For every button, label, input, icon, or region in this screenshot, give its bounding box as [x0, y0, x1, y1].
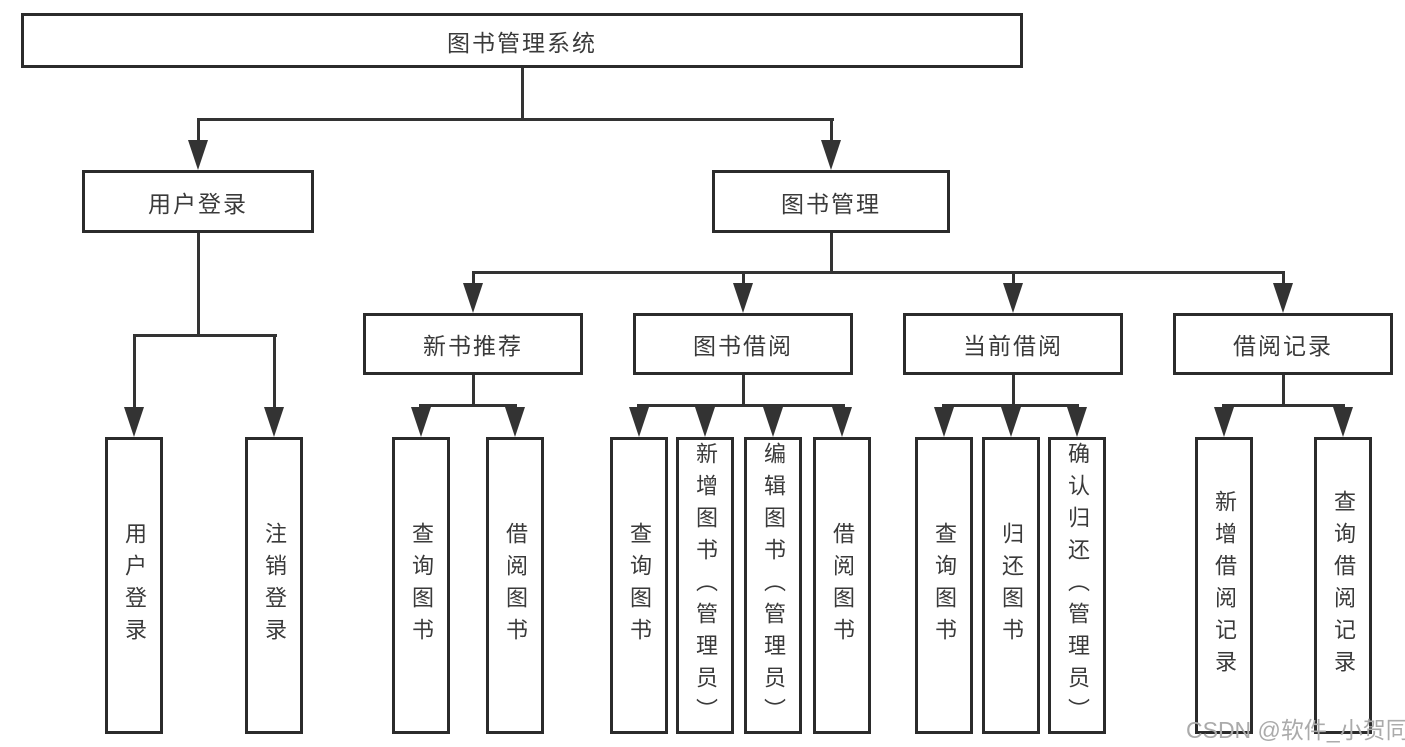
arrow-down-icon — [1333, 407, 1353, 437]
node-book-management-label: 图书管理 — [781, 190, 881, 217]
connector-new-book-down — [472, 373, 475, 406]
arrow-down-icon — [695, 407, 715, 437]
node-library-system: 图书管理系统 — [21, 13, 1023, 68]
node-user-login-label: 用户登录 — [148, 190, 248, 217]
arrow-down-icon — [733, 283, 753, 313]
arrow-down-icon — [1214, 407, 1234, 437]
leaf-cb-query-books-label: 查询图书 — [932, 521, 957, 650]
connector-stem-borrow-records — [1282, 273, 1285, 285]
connector-level3-hline — [472, 271, 1285, 274]
leaf-bb-borrow-books-label: 借阅图书 — [830, 521, 855, 650]
node-new-book-recommendation: 新书推荐 — [363, 313, 583, 375]
connector-stem-book-mgmt — [830, 121, 833, 142]
connector-root-stem — [521, 66, 524, 121]
leaf-cb-return-books: 归还图书 — [982, 437, 1040, 734]
connector-book-borrow-hline — [637, 404, 845, 407]
arrow-down-icon — [264, 407, 284, 437]
arrow-down-icon — [1067, 407, 1087, 437]
leaf-cb-confirm-return-admin-label: 确认归还（管理员） — [1065, 441, 1090, 730]
arrow-down-icon — [188, 140, 208, 170]
node-book-borrowing-label: 图书借阅 — [693, 333, 793, 359]
connector-book-borrow-down — [742, 373, 745, 406]
connector-stem-leaf-user-login — [133, 336, 136, 409]
connector-current-borrow-hline — [942, 404, 1079, 407]
arrow-down-icon — [411, 407, 431, 437]
leaf-br-query-record-label: 查询借阅记录 — [1331, 489, 1356, 682]
connector-stem-new-book — [472, 273, 475, 285]
connector-level2-hline — [197, 118, 834, 121]
arrow-down-icon — [821, 140, 841, 170]
leaf-nb-query-books: 查询图书 — [392, 437, 450, 734]
leaf-bb-query-books: 查询图书 — [610, 437, 668, 734]
connector-book-mgmt-down — [830, 231, 833, 274]
leaf-br-add-record-label: 新增借阅记录 — [1212, 489, 1237, 682]
arrow-down-icon — [629, 407, 649, 437]
node-borrowing-records: 借阅记录 — [1173, 313, 1393, 375]
leaf-nb-borrow-books-label: 借阅图书 — [503, 521, 528, 650]
leaf-bb-add-books-admin: 新增图书（管理员） — [676, 437, 734, 734]
leaf-cb-query-books: 查询图书 — [915, 437, 973, 734]
arrow-down-icon — [463, 283, 483, 313]
leaf-logout-label: 注销登录 — [262, 521, 287, 650]
connector-stem-current-borrow — [1012, 273, 1015, 285]
node-book-management: 图书管理 — [712, 170, 950, 233]
node-borrowing-records-label: 借阅记录 — [1233, 333, 1333, 359]
leaf-user-login-label: 用户登录 — [122, 521, 147, 650]
arrow-down-icon — [1273, 283, 1293, 313]
arrow-down-icon — [832, 407, 852, 437]
leaf-cb-confirm-return-admin: 确认归还（管理员） — [1048, 437, 1106, 734]
leaf-br-add-record: 新增借阅记录 — [1195, 437, 1253, 734]
node-book-borrowing: 图书借阅 — [633, 313, 853, 375]
node-library-system-label: 图书管理系统 — [447, 29, 597, 56]
connector-stem-user-login — [197, 121, 200, 142]
leaf-bb-borrow-books: 借阅图书 — [813, 437, 871, 734]
connector-borrow-records-hline — [1222, 404, 1345, 407]
connector-stem-book-borrow — [742, 273, 745, 285]
leaf-nb-borrow-books: 借阅图书 — [486, 437, 544, 734]
node-current-borrowing-label: 当前借阅 — [963, 333, 1063, 359]
leaf-bb-edit-books-admin: 编辑图书（管理员） — [744, 437, 802, 734]
node-new-book-recommendation-label: 新书推荐 — [423, 333, 523, 359]
leaf-bb-query-books-label: 查询图书 — [627, 521, 652, 650]
leaf-bb-add-books-admin-label: 新增图书（管理员） — [693, 441, 718, 730]
arrow-down-icon — [934, 407, 954, 437]
connector-new-book-hline — [419, 404, 517, 407]
connector-user-hline — [133, 334, 277, 337]
leaf-nb-query-books-label: 查询图书 — [409, 521, 434, 650]
leaf-br-query-record: 查询借阅记录 — [1314, 437, 1372, 734]
arrow-down-icon — [763, 407, 783, 437]
arrow-down-icon — [1003, 283, 1023, 313]
csdn-watermark: CSDN @软件_小贺同学 — [1186, 717, 1405, 743]
connector-borrow-records-down — [1282, 373, 1285, 406]
arrow-down-icon — [1001, 407, 1021, 437]
leaf-user-login: 用户登录 — [105, 437, 163, 734]
arrow-down-icon — [124, 407, 144, 437]
leaf-cb-return-books-label: 归还图书 — [999, 521, 1024, 650]
node-current-borrowing: 当前借阅 — [903, 313, 1123, 375]
connector-current-borrow-down — [1012, 373, 1015, 406]
node-user-login: 用户登录 — [82, 170, 314, 233]
leaf-logout: 注销登录 — [245, 437, 303, 734]
connector-stem-leaf-logout — [273, 336, 276, 409]
leaf-bb-edit-books-admin-label: 编辑图书（管理员） — [761, 441, 786, 730]
connector-user-login-down — [197, 231, 200, 336]
arrow-down-icon — [505, 407, 525, 437]
